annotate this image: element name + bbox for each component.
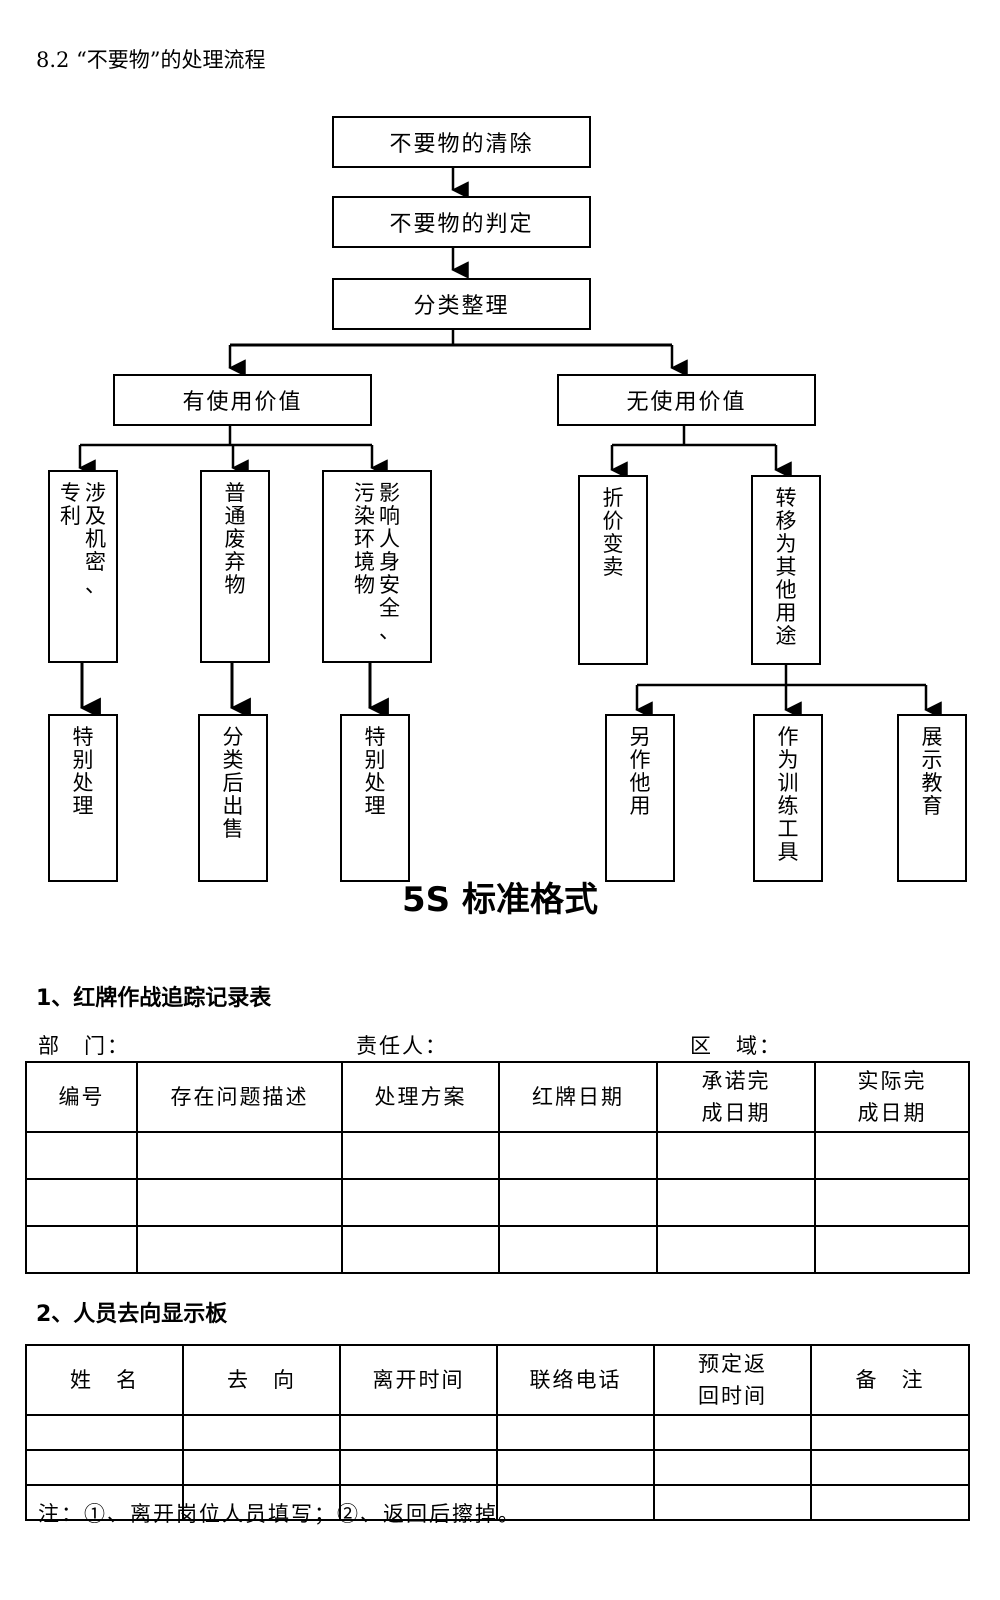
table-cell[interactable] [25, 1178, 138, 1227]
table-cell[interactable] [182, 1414, 341, 1451]
flow-box-other-use-child-1: 另作他用 [605, 714, 675, 882]
table-cell[interactable] [182, 1484, 341, 1521]
table2-header-row: 姓 名去 向离开时间联络电话预定返回时间备 注 [25, 1344, 970, 1416]
vertical-text-column: 特别处理 [364, 725, 386, 818]
vertical-text-column: 折价变卖 [602, 486, 624, 579]
table-cell[interactable] [810, 1414, 970, 1451]
flow-box-useful-child-3: 影响人身安全、污染环境物 [322, 470, 432, 663]
table1-meta-person: 责任人： [356, 1034, 448, 1058]
table-cell[interactable] [339, 1484, 498, 1521]
t1-header-cell: 实际完成日期 [814, 1061, 970, 1133]
vertical-text-column: 展示教育 [921, 725, 943, 818]
table-row [25, 1225, 970, 1274]
table-cell[interactable] [25, 1225, 138, 1274]
table-cell[interactable] [339, 1449, 498, 1486]
t1-header-cell: 红牌日期 [498, 1061, 658, 1133]
table-cell[interactable] [653, 1449, 812, 1486]
flow-box-useless-child-1: 折价变卖 [578, 475, 648, 665]
flow-box-other-use-child-3: 展示教育 [897, 714, 967, 882]
table-cell[interactable] [341, 1225, 500, 1274]
vertical-text-column: 涉及机密、 [85, 481, 106, 597]
t2-header-cell: 姓 名 [25, 1344, 184, 1416]
t2-header-cell: 联络电话 [496, 1344, 655, 1416]
t2-header-cell: 去 向 [182, 1344, 341, 1416]
flow-box-step3: 分类整理 [332, 278, 591, 330]
vertical-text-column: 专利 [60, 481, 81, 528]
table-row [25, 1484, 970, 1521]
vertical-text-column: 影响人身安全、 [379, 481, 400, 643]
table1-heading: 1、红牌作战追踪记录表 [36, 986, 272, 1011]
table-row [25, 1414, 970, 1451]
section-heading: 8.2 “不要物”的处理流程 [36, 48, 266, 72]
t2-header-cell: 预定返回时间 [653, 1344, 812, 1416]
vertical-text-column: 转移为其他用途 [775, 486, 797, 648]
table-cell[interactable] [25, 1449, 184, 1486]
table-cell[interactable] [656, 1178, 816, 1227]
flow-box-useful: 有使用价值 [113, 374, 372, 426]
table1-meta-dept: 部 门： [38, 1034, 130, 1058]
table-cell[interactable] [498, 1131, 658, 1180]
vertical-text-column: 分类后出售 [222, 725, 244, 841]
table-cell[interactable] [136, 1131, 343, 1180]
table-cell[interactable] [496, 1449, 655, 1486]
t1-header-cell: 处理方案 [341, 1061, 500, 1133]
table-cell[interactable] [496, 1484, 655, 1521]
vertical-text-column: 普通废弃物 [224, 481, 246, 597]
vertical-text-column: 另作他用 [629, 725, 651, 818]
table-cell[interactable] [814, 1178, 970, 1227]
staff-whereabouts-table: 姓 名去 向离开时间联络电话预定返回时间备 注 [25, 1344, 970, 1521]
footnote: 注：①、离开岗位人员填写；②、返回后擦掉。 [38, 1502, 521, 1526]
table-cell[interactable] [341, 1178, 500, 1227]
flow-box-useful-result-3: 特别处理 [340, 714, 410, 882]
vertical-text-column: 特别处理 [72, 725, 94, 818]
t1-header-cell: 承诺完成日期 [656, 1061, 816, 1133]
t1-header-cell: 编号 [25, 1061, 138, 1133]
table-row [25, 1131, 970, 1180]
flow-box-useful-result-2: 分类后出售 [198, 714, 268, 882]
table-cell[interactable] [25, 1484, 184, 1521]
table-cell[interactable] [653, 1484, 812, 1521]
t1-header-cell: 存在问题描述 [136, 1061, 343, 1133]
table1-meta-area: 区 域： [690, 1034, 782, 1058]
table-cell[interactable] [814, 1225, 970, 1274]
table-cell[interactable] [814, 1131, 970, 1180]
table-cell[interactable] [136, 1178, 343, 1227]
flow-box-useful-child-1: 涉及机密、专利 [48, 470, 118, 663]
flow-box-step2: 不要物的判定 [332, 196, 591, 248]
table-cell[interactable] [810, 1449, 970, 1486]
vertical-text-column: 污染环境物 [354, 481, 375, 597]
table-cell[interactable] [656, 1225, 816, 1274]
red-tag-tracking-table: 编号存在问题描述处理方案红牌日期承诺完成日期实际完成日期 [25, 1061, 970, 1274]
table-cell[interactable] [496, 1414, 655, 1451]
flow-box-useful-result-1: 特别处理 [48, 714, 118, 882]
table2-heading: 2、人员去向显示板 [36, 1302, 228, 1327]
table-cell[interactable] [810, 1484, 970, 1521]
table1-header-row: 编号存在问题描述处理方案红牌日期承诺完成日期实际完成日期 [25, 1061, 970, 1133]
table-cell[interactable] [25, 1131, 138, 1180]
flow-box-useless-child-2: 转移为其他用途 [751, 475, 821, 665]
main-title: 5S 标准格式 [402, 880, 598, 920]
flow-box-step1: 不要物的清除 [332, 116, 591, 168]
table-cell[interactable] [653, 1414, 812, 1451]
table-cell[interactable] [25, 1414, 184, 1451]
t2-header-cell: 离开时间 [339, 1344, 498, 1416]
table-cell[interactable] [498, 1225, 658, 1274]
vertical-text-column: 作为训练工具 [777, 725, 799, 864]
table-cell[interactable] [341, 1131, 500, 1180]
table-cell[interactable] [136, 1225, 343, 1274]
table-cell[interactable] [498, 1178, 658, 1227]
table-row [25, 1178, 970, 1227]
flow-box-useless: 无使用价值 [557, 374, 816, 426]
flow-box-useful-child-2: 普通废弃物 [200, 470, 270, 663]
table-cell[interactable] [656, 1131, 816, 1180]
table-cell[interactable] [182, 1449, 341, 1486]
flow-box-other-use-child-2: 作为训练工具 [753, 714, 823, 882]
table-cell[interactable] [339, 1414, 498, 1451]
table-row [25, 1449, 970, 1486]
t2-header-cell: 备 注 [810, 1344, 970, 1416]
